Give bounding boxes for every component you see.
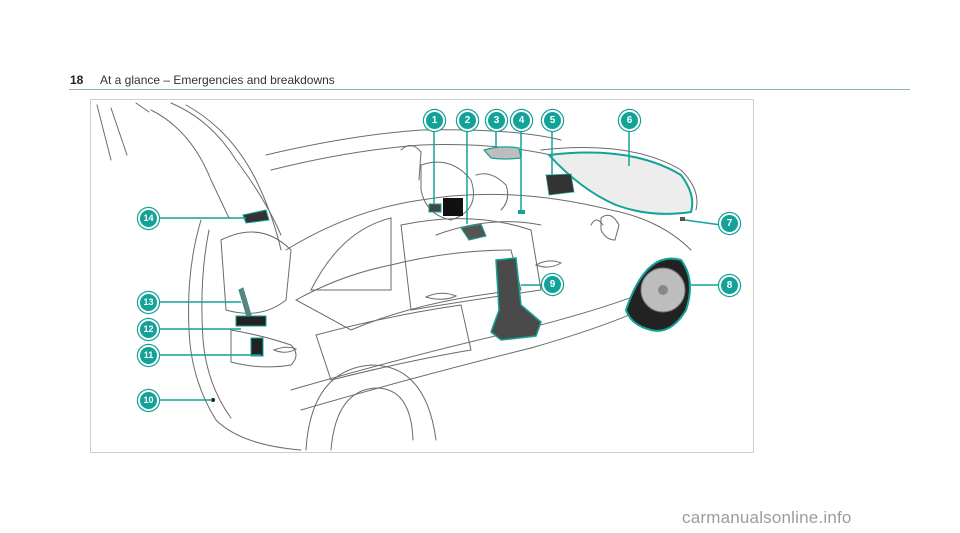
wheel-hub (658, 285, 668, 295)
hood-highlight (546, 151, 694, 215)
vehicle-illustration (96, 102, 722, 451)
switch-highlight (518, 210, 525, 214)
console-item-highlight (428, 203, 442, 213)
tow-hitch-point (211, 398, 215, 402)
callout-14: 14 (138, 208, 159, 229)
callout-2: 2 (457, 110, 478, 131)
callout-10: 10 (138, 390, 159, 411)
header-divider (69, 89, 910, 90)
callout-7: 7 (719, 213, 740, 234)
floor-item-highlight (460, 223, 487, 241)
callout-5: 5 (542, 110, 563, 131)
highlighted-parts (211, 146, 694, 402)
callout-6: 6 (619, 110, 640, 131)
page-number: 18 (70, 73, 84, 87)
callout-3: 3 (486, 110, 507, 131)
callout-4: 4 (511, 110, 532, 131)
illustration-frame: 1 2 3 4 5 6 7 8 9 10 11 12 13 14 (90, 99, 754, 453)
callout-9: 9 (542, 274, 563, 295)
sun-visor-highlight (482, 146, 522, 160)
glovebox-item-highlight (545, 173, 575, 196)
callout-11: 11 (138, 345, 159, 366)
callout-12: 12 (138, 319, 159, 340)
seat-box (443, 198, 463, 216)
compressor-highlight (250, 337, 264, 357)
tool-kit-highlight (235, 315, 267, 327)
vehicle-outline (96, 102, 698, 451)
page-header: 18 At a glance – Emergencies and breakdo… (69, 63, 910, 90)
callout-leaders (155, 128, 722, 401)
callout-13: 13 (138, 292, 159, 313)
jack-rod-highlight (238, 287, 252, 318)
watermark: carmanualsonline.info (682, 508, 852, 527)
callout-8: 8 (719, 275, 740, 296)
b-pillar-highlight (490, 257, 542, 341)
section-title: At a glance – Emergencies and breakdowns (100, 73, 335, 87)
tow-eye-cover (680, 217, 685, 221)
trunk-light-highlight (242, 209, 270, 224)
callout-1: 1 (424, 110, 445, 131)
